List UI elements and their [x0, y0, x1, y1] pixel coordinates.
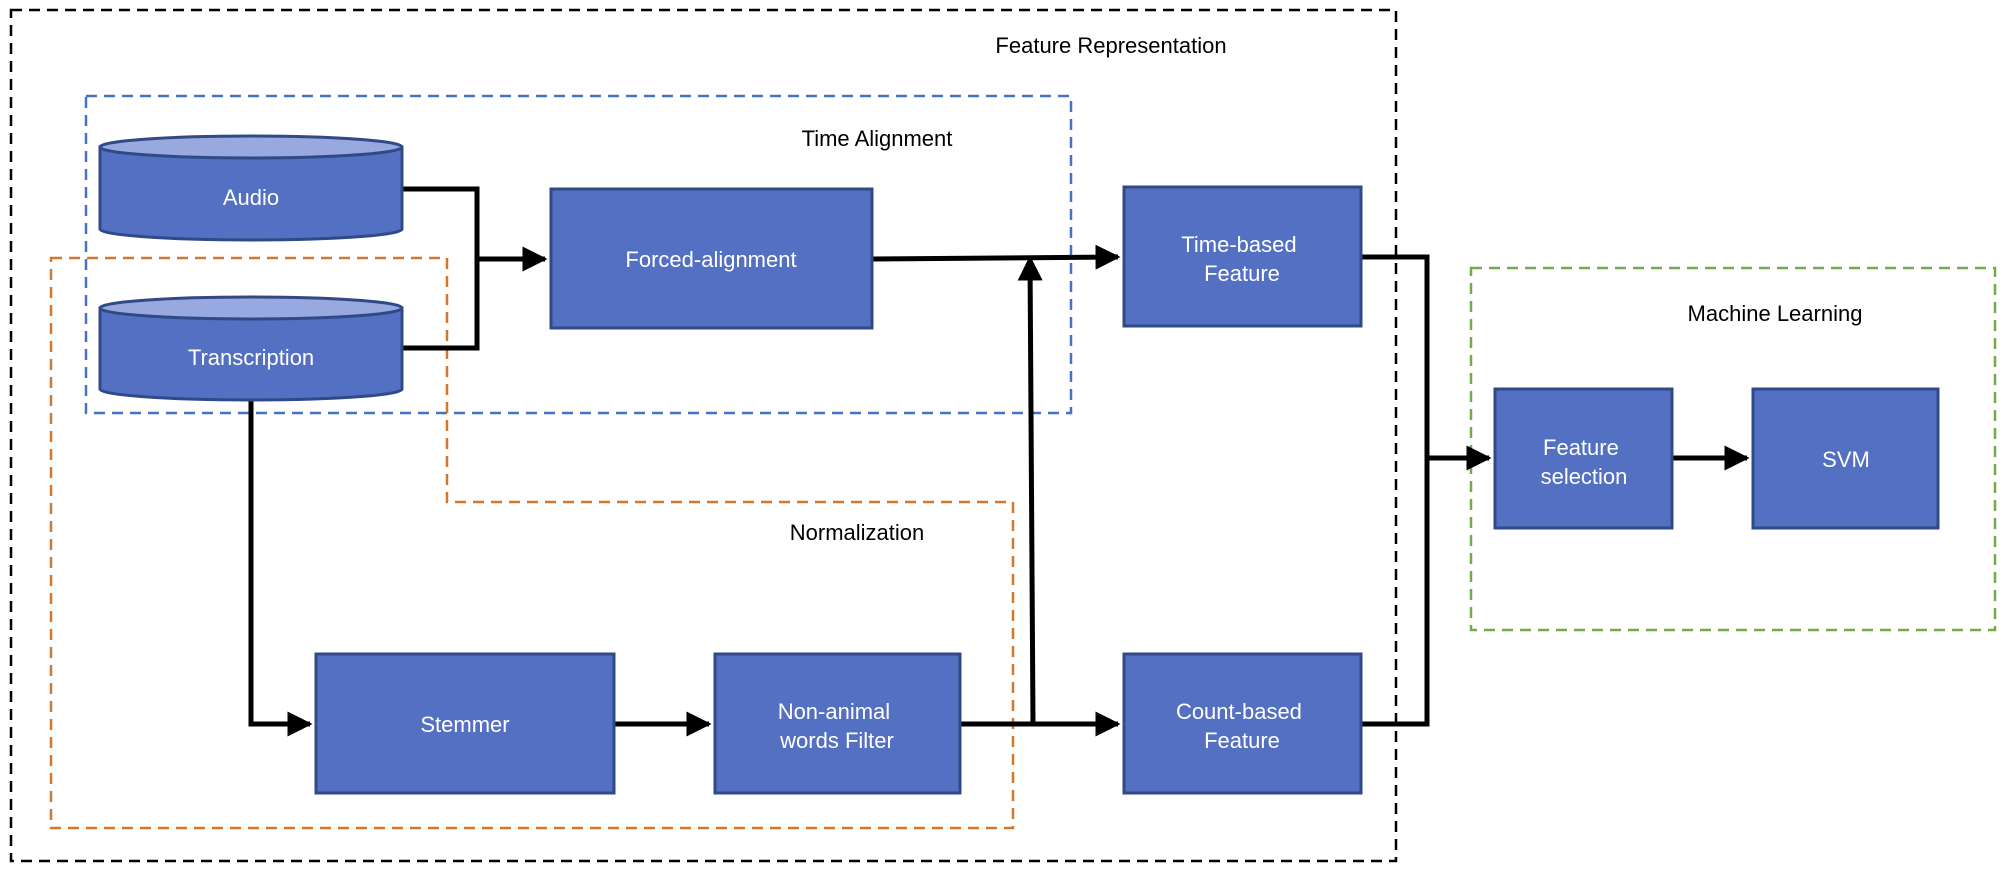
forced-alignment-box: Forced-alignment [549, 187, 874, 330]
audio-cylinder-body [98, 145, 404, 242]
transcription-to-forced-connector [402, 259, 480, 351]
count-based-feature-rect [1122, 652, 1363, 795]
time-based-feature-rect [1122, 185, 1363, 328]
time-feature-to-merge-connector [1361, 254, 1430, 458]
time-alignment-label: Time Alignment [802, 126, 953, 151]
non-animal-filter-line-2: words Filter [779, 728, 894, 753]
forced-alignment-rect [549, 187, 874, 330]
audio-cylinder: Audio [98, 134, 404, 242]
audio-cylinder-top [98, 134, 404, 160]
stemmer-box: Stemmer [314, 652, 616, 795]
svm-rect [1751, 387, 1940, 530]
transcription-to-stemmer-arrow [248, 400, 313, 737]
count-based-feature-label: Count-based Feature [1176, 699, 1308, 753]
feature-representation-frame [9, 8, 1398, 863]
feature-selection-box: Feature selection [1493, 387, 1674, 530]
filter-to-time-line-arrow [1017, 255, 1043, 725]
transcription-cylinder-body [98, 306, 404, 402]
feature-selection-line-1: Feature [1543, 435, 1619, 460]
transcription-cylinder-top [98, 295, 404, 321]
non-animal-filter-label: Non-animal words Filter [778, 699, 897, 753]
count-based-feature-box: Count-based Feature [1122, 652, 1363, 795]
non-animal-filter-line-1: Non-animal [778, 699, 891, 724]
audio-label: Audio [223, 185, 279, 210]
machine-learning-label: Machine Learning [1688, 301, 1863, 326]
time-alignment-frame [84, 94, 1073, 415]
svm-label: SVM [1822, 447, 1870, 472]
stemmer-label: Stemmer [420, 712, 509, 737]
forced-to-time-feature-arrow [871, 244, 1121, 270]
feature-selection-line-2: selection [1541, 464, 1628, 489]
normalization-label: Normalization [790, 520, 925, 545]
stemmer-rect [314, 652, 616, 795]
transcription-cylinder: Transcription [98, 295, 404, 402]
count-feature-to-merge-connector [1361, 458, 1430, 727]
time-based-feature-line-1: Time-based [1181, 232, 1296, 257]
audio-to-forced-arrow [402, 186, 548, 272]
non-animal-filter-rect [713, 652, 962, 795]
count-based-feature-line-2: Feature [1204, 728, 1280, 753]
time-based-feature-line-2: Feature [1204, 261, 1280, 286]
time-based-feature-box: Time-based Feature [1122, 185, 1363, 328]
feature-representation-label: Feature Representation [995, 33, 1226, 58]
forced-alignment-label: Forced-alignment [625, 247, 796, 272]
transcription-label: Transcription [188, 345, 314, 370]
feature-selection-rect [1493, 387, 1674, 530]
time-based-feature-label: Time-based Feature [1181, 232, 1302, 286]
normalization-frame [49, 256, 1015, 830]
svm-box: SVM [1751, 387, 1940, 530]
non-animal-filter-box: Non-animal words Filter [713, 652, 962, 795]
feature-selection-label: Feature selection [1541, 435, 1628, 489]
count-based-feature-line-1: Count-based [1176, 699, 1302, 724]
